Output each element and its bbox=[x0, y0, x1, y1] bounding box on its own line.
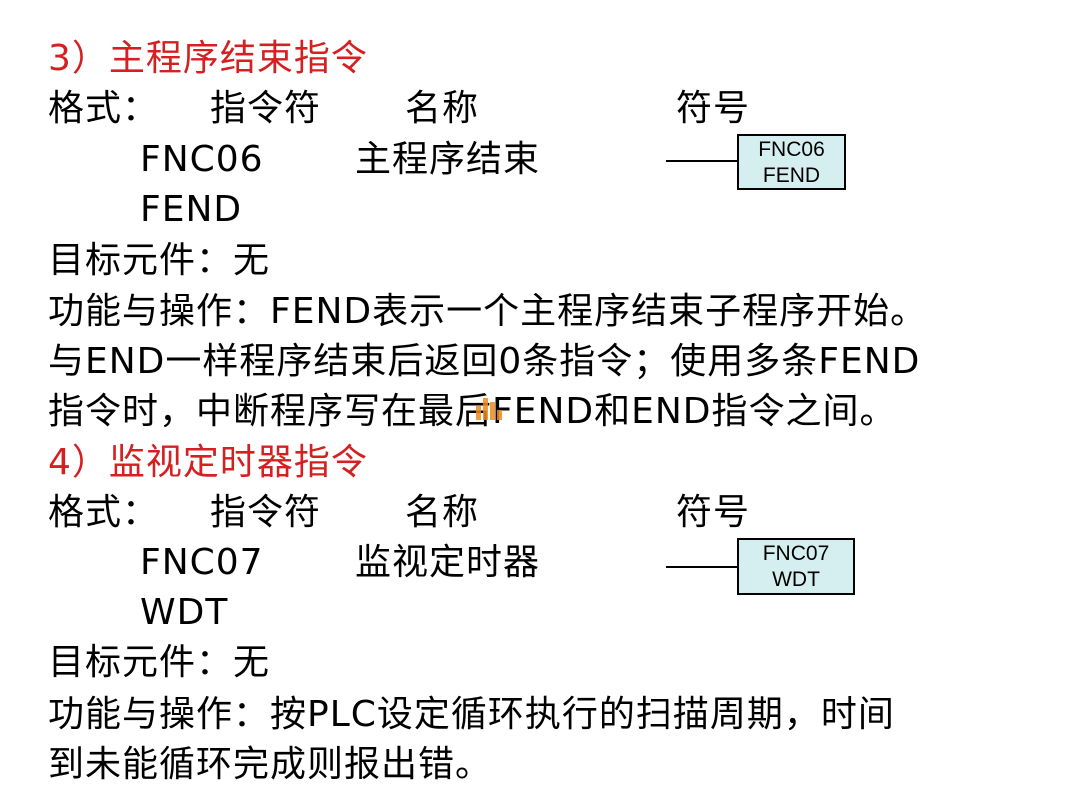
section4-symbol-line2: WDT bbox=[772, 568, 820, 591]
section3-symbol-line1: FNC06 bbox=[758, 138, 825, 161]
section3-name: 主程序结束 bbox=[355, 139, 541, 180]
section4-desc-line2: 到未能循环完成则报出错。 bbox=[48, 744, 493, 785]
section4-col-symbol: 符号 bbox=[676, 492, 751, 533]
section4-symbol-line bbox=[666, 566, 738, 568]
section3-format-label: 格式： bbox=[48, 88, 160, 129]
watermark-logo bbox=[470, 390, 566, 424]
section4-code: FNC07 bbox=[140, 542, 264, 583]
section3-symbol-box: FNC06 FEND bbox=[737, 134, 846, 190]
section4-symbol-box: FNC07 WDT bbox=[737, 538, 855, 595]
section4-symbol-line1: FNC07 bbox=[762, 542, 830, 565]
section3-heading: 3）主程序结束指令 bbox=[48, 38, 368, 79]
section4-col-name: 名称 bbox=[405, 492, 480, 533]
section4-name: 监视定时器 bbox=[355, 542, 541, 583]
section3-symbol-line bbox=[666, 160, 738, 162]
section4-heading: 4）监视定时器指令 bbox=[48, 442, 368, 483]
section4-col-mnemonic: 指令符 bbox=[210, 492, 322, 533]
section3-col-name: 名称 bbox=[405, 88, 480, 129]
section4-mnemonic: WDT bbox=[140, 592, 229, 633]
section3-col-symbol: 符号 bbox=[676, 88, 751, 129]
section4-target: 目标元件：无 bbox=[48, 642, 271, 683]
section3-mnemonic: FEND bbox=[140, 189, 243, 230]
section3-desc-line3: 指令时，中断程序写在最后FEND和END指令之间。 bbox=[48, 391, 897, 432]
section3-desc-line2: 与END一样程序结束后返回0条指令；使用多条FEND bbox=[48, 341, 921, 382]
section3-col-mnemonic: 指令符 bbox=[210, 88, 322, 129]
section3-symbol-line2: FEND bbox=[762, 164, 821, 187]
section3-code: FNC06 bbox=[140, 139, 264, 180]
section3-target: 目标元件：无 bbox=[48, 240, 271, 281]
section4-format-label: 格式： bbox=[48, 492, 160, 533]
section3-desc-line1: 功能与操作：FEND表示一个主程序结束子程序开始。 bbox=[48, 291, 928, 332]
section4-desc-line1: 功能与操作：按PLC设定循环执行的扫描周期，时间 bbox=[48, 694, 895, 735]
